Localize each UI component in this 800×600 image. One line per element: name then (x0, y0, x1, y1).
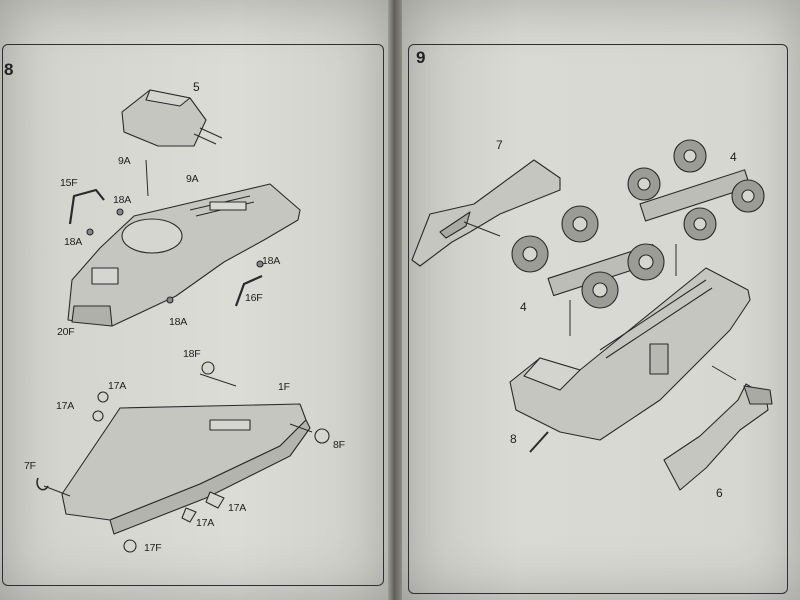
callout-1F: 1F (278, 381, 290, 393)
callout-8F: 8F (333, 439, 345, 451)
callout-18A: 18A (64, 236, 83, 248)
callout-18A: 18A (169, 316, 188, 328)
side-skirt-6 (663, 383, 773, 491)
lower-hull-part (61, 403, 311, 535)
callout-18F: 18F (183, 348, 201, 360)
callout-17A: 17A (228, 502, 247, 514)
turret-part (121, 89, 223, 147)
callout-17A: 17A (108, 380, 127, 392)
callout-4: 4 (730, 150, 737, 164)
side-skirt-7 (411, 159, 561, 267)
callout-20F: 20F (57, 326, 75, 338)
callout-17A: 17A (56, 400, 75, 412)
booklet-spine (388, 0, 402, 600)
callout-18A: 18A (262, 255, 281, 267)
callout-17F: 17F (144, 542, 162, 554)
callout-15F: 15F (60, 177, 78, 189)
step-number-9: 9 (416, 48, 426, 67)
callout-18A: 18A (113, 194, 132, 206)
callout-6: 6 (716, 486, 723, 500)
callout-5: 5 (193, 80, 200, 94)
step-8-frame (2, 44, 384, 586)
callout-8: 8 (510, 432, 517, 446)
callout-7F: 7F (24, 460, 36, 472)
vehicle-hull-8 (509, 267, 751, 453)
callout-4: 4 (520, 300, 527, 314)
upper-hull-part (67, 183, 301, 327)
axle-assembly-lower (511, 205, 665, 309)
callout-16F: 16F (245, 292, 263, 304)
callout-17A: 17A (196, 517, 215, 529)
step-9-frame (408, 44, 788, 594)
callout-9A: 9A (118, 155, 131, 167)
step-number-8: 8 (4, 60, 14, 79)
callout-7: 7 (496, 138, 503, 152)
callout-9A: 9A (186, 173, 199, 185)
axle-assembly-upper (627, 139, 765, 241)
